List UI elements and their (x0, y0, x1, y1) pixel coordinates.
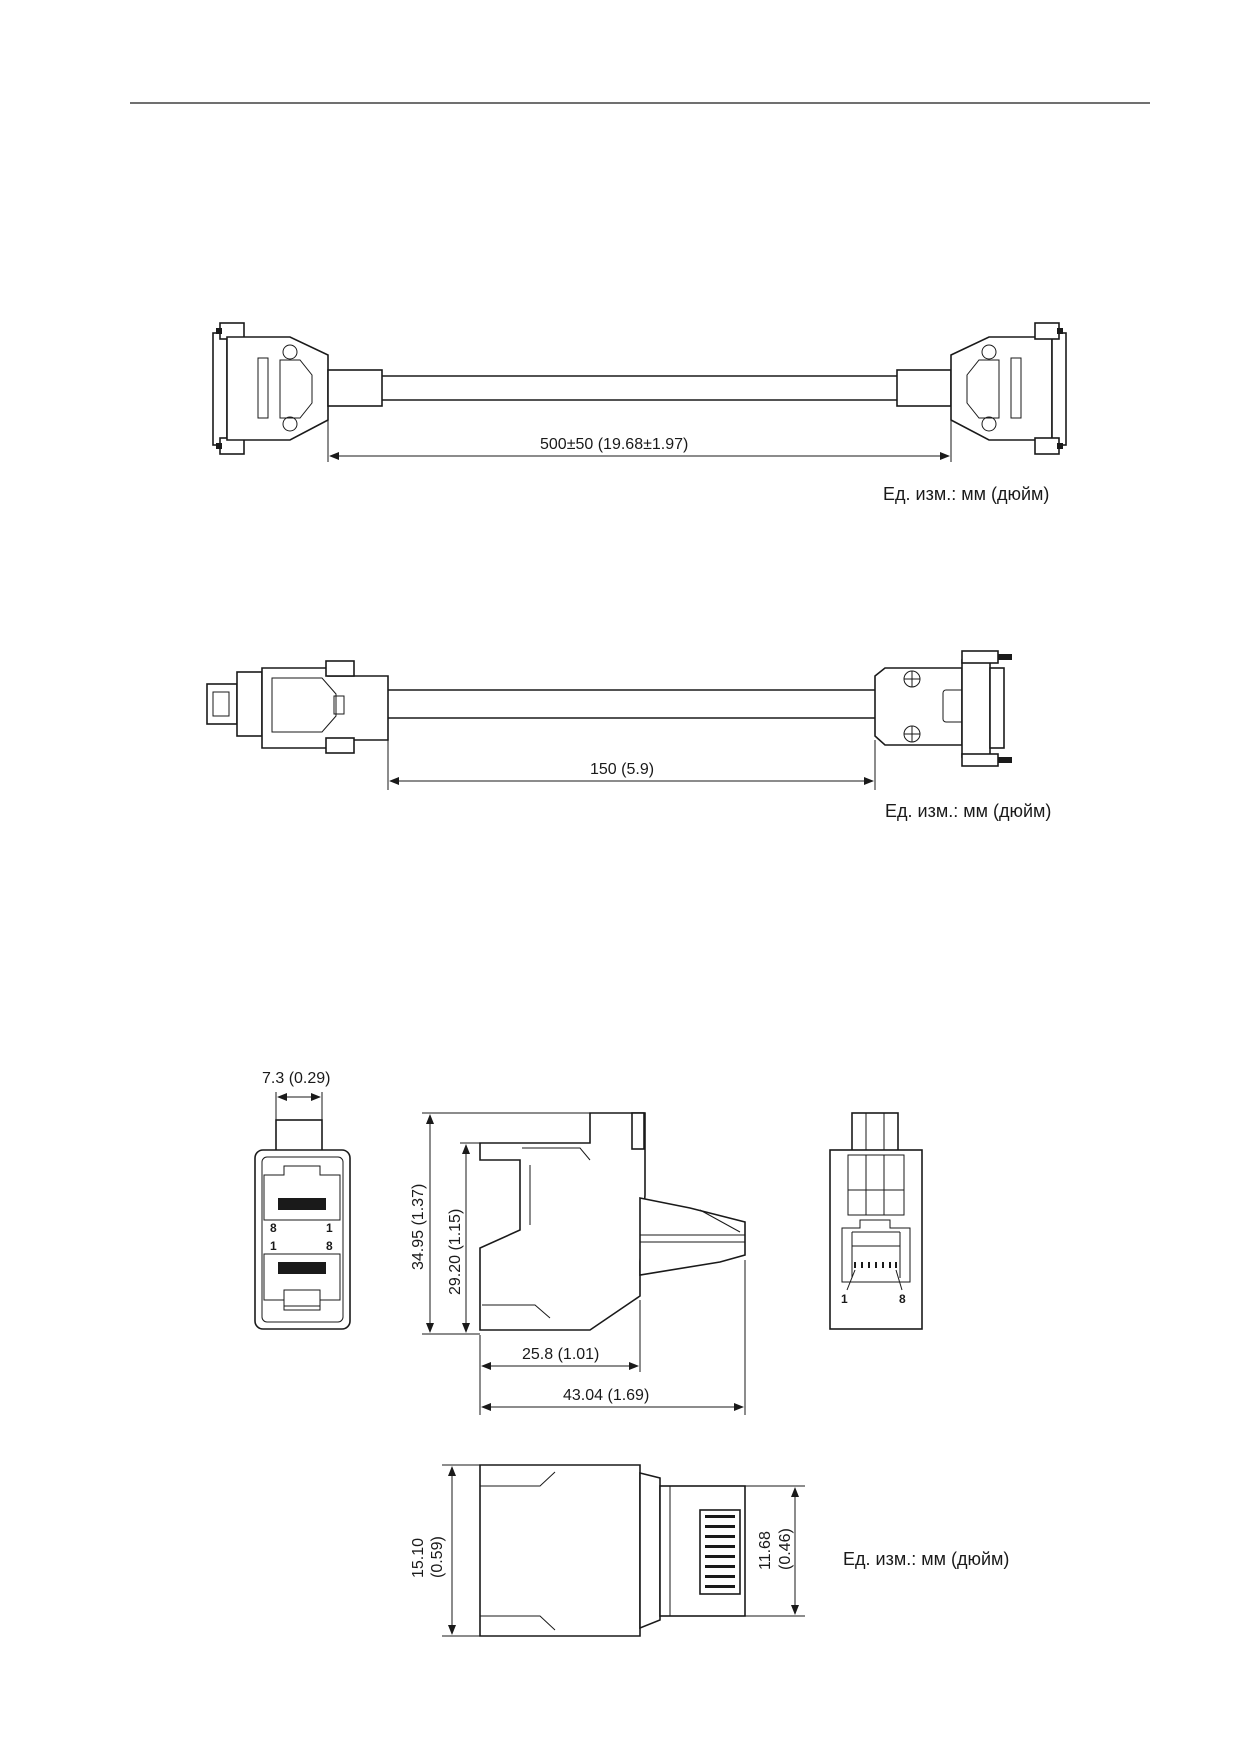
pin-label: 1 (326, 1221, 333, 1235)
cable-length-label: 500±50 (19.68±1.97) (540, 436, 688, 453)
unit-label: Ед. изм.: мм (дюйм) (843, 1549, 1009, 1569)
cable-adapter-figure: 150 (5.9) Ед. изм.: мм (дюйм) (206, 650, 1051, 821)
left-d-sub-connector (212, 322, 383, 455)
plug-height-label: 11.68 (757, 1531, 774, 1570)
left-compact-connector (206, 660, 389, 754)
width-label: 7.3 (0.29) (262, 1070, 330, 1087)
total-height-label: 34.95 (1.37) (410, 1184, 427, 1270)
plug-height-inch-label: (0.46) (777, 1528, 794, 1570)
unit-label: Ед. изм.: мм (дюйм) (885, 801, 1051, 821)
rj45-connector-figure: 7.3 (0.29) 8 1 1 8 34.95 (1.37) (254, 1070, 1009, 1637)
side-height-inch-label: (0.59) (429, 1536, 446, 1578)
rj45-front-view: 7.3 (0.29) 8 1 1 8 (254, 1070, 351, 1330)
body-height-label: 29.20 (1.15) (447, 1209, 464, 1295)
pin-label: 1 (270, 1239, 277, 1253)
right-d-sub-connector (896, 322, 1067, 455)
pin-label: 8 (326, 1239, 333, 1253)
side-height-label: 15.10 (410, 1538, 427, 1578)
body-length-label: 25.8 (1.01) (522, 1346, 599, 1363)
pin-label: 8 (270, 1221, 277, 1235)
unit-label: Ед. изм.: мм (дюйм) (883, 484, 1049, 504)
total-length-label: 43.04 (1.69) (563, 1387, 649, 1404)
adapter-length-label: 150 (5.9) (590, 761, 654, 778)
rj45-side-view: 34.95 (1.37) 29.20 (1.15) 25.8 (1.01) 43… (410, 1112, 746, 1415)
rj45-top-view: 15.10 (0.59) 11.68 (0.46) Ед. изм.: мм (… (410, 1464, 1009, 1637)
cable-d-sub-figure: 500±50 (19.68±1.97) Ед. изм.: мм (дюйм) (212, 322, 1067, 504)
pin-label: 1 (841, 1292, 848, 1306)
rj45-rear-view: 1 8 (829, 1112, 923, 1330)
right-d-sub-9-connector (874, 650, 1012, 767)
pin-label: 8 (899, 1292, 906, 1306)
